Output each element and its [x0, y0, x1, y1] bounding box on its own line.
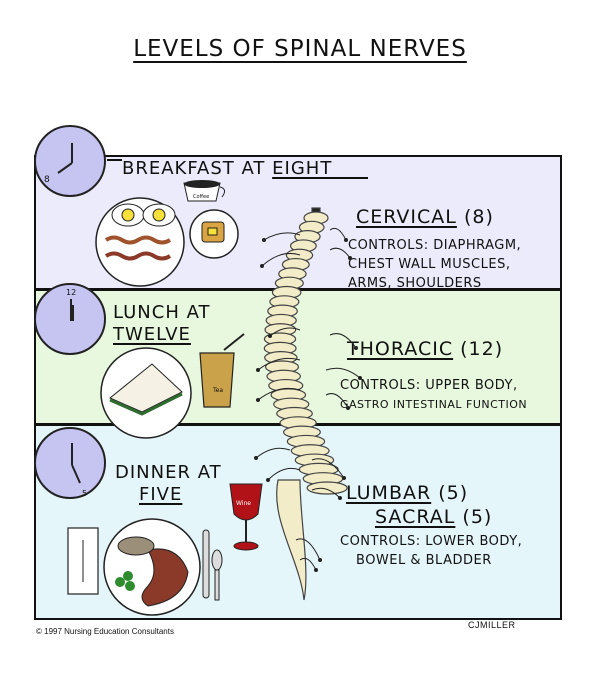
lunch-label: Lunch at Twelve: [113, 302, 211, 345]
cervical-label: Cervical (8): [356, 206, 494, 228]
sacral-label: Sacral (5): [375, 506, 493, 528]
artist-signature: CJMILLER: [468, 620, 516, 630]
spine-illustration: [263, 207, 348, 601]
thoracic-label: Thoracic (12): [347, 338, 504, 360]
clock-number: 12: [66, 288, 77, 297]
nerve-ending: [338, 496, 342, 500]
nerve-ending: [344, 238, 348, 242]
nerve-branch: [267, 467, 301, 481]
dinner-label: Dinner at Five: [115, 462, 222, 505]
nerve-ending: [256, 368, 260, 372]
nerve-branch: [329, 333, 357, 349]
nerve-branch: [261, 252, 301, 267]
nerve-branch: [325, 393, 349, 409]
thoracic-controls: Controls: Upper body, gastro intestinal …: [340, 378, 528, 411]
nerve-ending: [342, 476, 346, 480]
nerve-ending: [354, 346, 358, 350]
nerve-branch: [257, 387, 301, 401]
sandwich-plate-icon: [100, 347, 192, 439]
copyright-footer: © 1997 Nursing Education Consultants: [36, 627, 174, 636]
coffee-label: Coffee: [193, 194, 209, 200]
nerve-ending: [256, 398, 260, 402]
nerve-branch: [325, 367, 361, 379]
nerve-branch: [269, 327, 301, 337]
nerve-ending: [314, 568, 318, 572]
nerve-branch: [255, 447, 291, 459]
clock-eight-icon: 8: [34, 125, 106, 197]
page-title: Levels of Spinal Nerves: [133, 36, 467, 62]
nerve-ending: [358, 376, 362, 380]
napkin-fork-icon: [67, 527, 99, 595]
nerve-branch: [329, 247, 351, 259]
lumbar-sacral-controls: Controls: Lower body, bowel & bladder: [340, 534, 523, 568]
nerve-branch: [263, 232, 301, 241]
tea-label: Tea: [212, 387, 223, 394]
nerve-branches: [254, 227, 362, 572]
wine-glass-icon: [229, 483, 263, 551]
coffee-cup-icon: [183, 180, 226, 202]
nerve-ending: [254, 456, 258, 460]
nerve-ending: [266, 478, 270, 482]
nerve-ending: [262, 238, 266, 242]
clock-five-icon: 5: [34, 427, 106, 499]
nerve-ending: [268, 334, 272, 338]
nerve-branch: [311, 458, 345, 479]
nerve-ending: [260, 264, 264, 268]
breakfast-plate-icon: [95, 197, 185, 287]
knife-spoon-icon: [202, 529, 223, 601]
cervical-controls: Controls: Diaphragm, chest wall muscles,…: [348, 238, 522, 291]
vertebra: [306, 481, 348, 495]
wine-label: Wine: [236, 500, 251, 507]
breakfast-label: Breakfast at Eight: [122, 158, 333, 179]
nerve-branch: [299, 557, 317, 571]
lumbar-label: Lumbar (5): [346, 482, 469, 504]
dinner-plate-icon: [103, 518, 201, 616]
iced-tea-glass-icon: [199, 333, 245, 408]
nerve-ending: [318, 558, 322, 562]
toast-plate-icon: [189, 209, 239, 259]
nerve-branch: [295, 538, 321, 561]
nerve-branch: [257, 357, 301, 371]
nerve-ending: [348, 256, 352, 260]
nerve-branch: [329, 227, 347, 241]
nerve-branch: [311, 487, 341, 499]
clock-number: 5: [82, 489, 88, 498]
clock-number: 8: [44, 175, 50, 185]
clock-twelve-icon: 12: [34, 283, 106, 355]
nerve-ending: [346, 406, 350, 410]
